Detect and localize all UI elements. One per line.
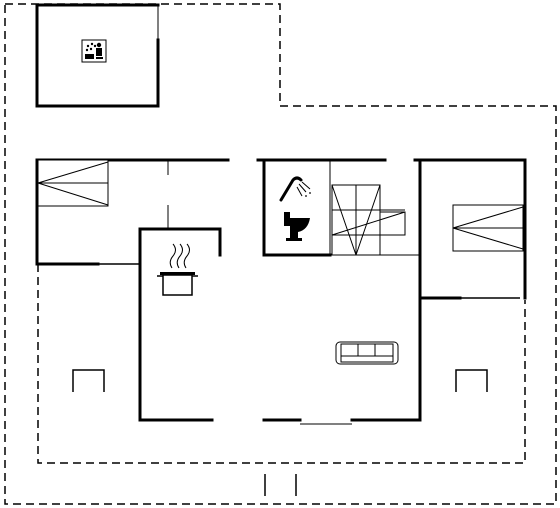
garden-chair-icon <box>455 369 488 392</box>
sauna-icon <box>81 39 107 63</box>
toilet-icon <box>284 212 310 241</box>
staircase <box>331 184 406 256</box>
bed-icon <box>452 204 524 252</box>
garden-chair-icon <box>72 369 105 392</box>
annex-building <box>35 3 160 108</box>
shower-icon <box>279 176 311 202</box>
bed-icon <box>37 159 109 207</box>
sofa-icon <box>335 341 399 365</box>
house-walls <box>35 158 527 496</box>
terrace-boundary <box>37 264 526 464</box>
outer-boundary <box>4 3 557 505</box>
stove-pot-icon <box>157 243 198 296</box>
